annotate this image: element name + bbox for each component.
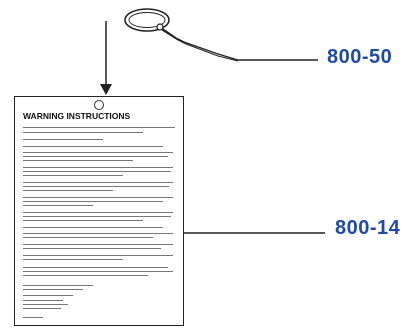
- cable-tie-icon: [124, 8, 239, 62]
- arrow-down-icon: [100, 21, 112, 95]
- card-hole: [94, 100, 104, 110]
- part-number-label-top: 800-50: [327, 46, 393, 68]
- card-title: WARNING INSTRUCTIONS: [23, 111, 131, 121]
- warning-instructions-card: WARNING INSTRUCTIONS: [14, 96, 184, 326]
- part-number-label-bottom: 800-14: [335, 217, 401, 239]
